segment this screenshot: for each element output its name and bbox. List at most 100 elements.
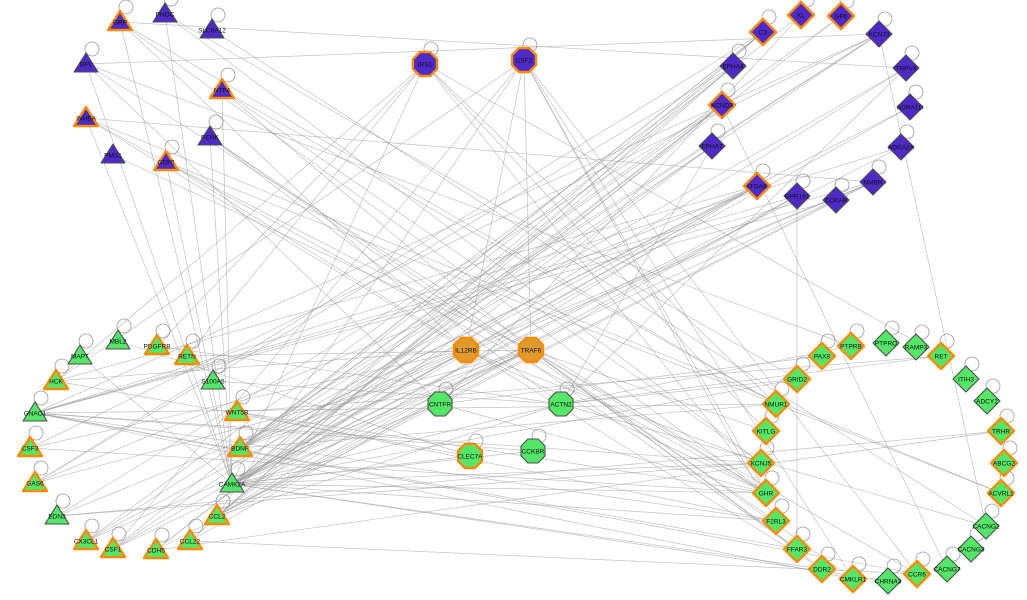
- self-loop: [914, 324, 930, 340]
- diamond-shape: [707, 90, 737, 120]
- diamond-shape: [782, 534, 812, 564]
- edge-HCK-IL12RB: [55, 349, 467, 382]
- diamond-shape: [872, 329, 900, 357]
- edge-CCL22-GPR161: [189, 195, 798, 542]
- triangle-shape: [199, 18, 225, 39]
- self-loop: [710, 123, 726, 139]
- self-loop: [155, 323, 171, 339]
- node-CCKBR[interactable]: CCKBR: [520, 438, 546, 464]
- edge-MAPT-CAMK2A: [79, 355, 233, 485]
- node-CSF2[interactable]: CSF2: [510, 46, 538, 74]
- self-loop: [54, 358, 70, 374]
- edge-CAMK2A-DDR2: [231, 483, 823, 570]
- octagon-shape: [411, 50, 439, 78]
- edge-CNTFR-GHR: [439, 403, 767, 494]
- node-CNTFR[interactable]: CNTFR: [427, 391, 453, 417]
- node-CX3CL1[interactable]: CX3CL1: [72, 528, 100, 551]
- edge-ACTN2-RET: [560, 355, 942, 405]
- node-PDGFRB[interactable]: PDGFRB: [143, 333, 171, 356]
- edge-CAMK2A-GDF5: [165, 161, 233, 485]
- edge-GNAO1-NMBR: [34, 181, 874, 414]
- diamond-shape: [751, 478, 781, 508]
- edge-CSF1-TRAF6: [112, 349, 532, 550]
- triangle-shape: [100, 143, 126, 164]
- edge-TRAF6-CCR6: [530, 349, 918, 575]
- edge-GAS6-ITGA4: [34, 185, 758, 484]
- triangle-shape: [73, 52, 99, 73]
- node-SLC6A12[interactable]: SLC6A12: [198, 18, 226, 39]
- node-ACTN2[interactable]: ACTN2: [548, 391, 574, 417]
- self-loop: [834, 177, 850, 193]
- edge-CAMK2A-PNOC: [164, 13, 233, 485]
- edge-CDH5-KCND3: [155, 104, 723, 551]
- self-loop: [899, 124, 915, 140]
- edge-CDH5-NMBR: [155, 181, 874, 551]
- self-loop: [795, 173, 811, 189]
- self-loop: [33, 390, 49, 406]
- edge-SLC6A12-CACNG2: [211, 29, 987, 527]
- edge-CCL2-KCND3: [216, 104, 723, 517]
- edge-PDGFRB-ACTN2: [156, 345, 562, 405]
- triangle-shape: [200, 369, 226, 390]
- node-IL12RB[interactable]: IL12RB: [452, 336, 480, 364]
- edge-CAMK2A-CLEC7A: [231, 455, 471, 485]
- diamond-shape: [865, 20, 893, 48]
- self-loop: [871, 159, 887, 175]
- self-loop: [208, 114, 224, 130]
- node-IRS1[interactable]: IRS1: [411, 50, 439, 78]
- node-INHBA[interactable]: INHBA: [72, 105, 100, 128]
- diamond-shape: [892, 54, 920, 82]
- triangle-shape: [208, 77, 236, 100]
- self-loop: [84, 41, 100, 57]
- triangle-shape: [203, 503, 231, 526]
- triangle-shape: [152, 149, 180, 172]
- self-loop: [55, 493, 71, 509]
- edge-GNAO1-GPR161: [34, 195, 798, 414]
- diamond-shape: [838, 564, 868, 594]
- node-PMS1[interactable]: PMS1: [100, 143, 126, 164]
- edge-CAMK2A-CNTFR: [231, 403, 441, 485]
- diamond-shape: [952, 365, 980, 393]
- edge-GNAO1-NMUR1: [34, 403, 777, 414]
- self-loop: [185, 333, 201, 349]
- node-CLEC7A[interactable]: CLEC7A: [456, 442, 484, 470]
- self-loop: [238, 425, 254, 441]
- edge-CAMK2A-GPR161: [231, 195, 798, 485]
- diamond-shape: [783, 182, 811, 210]
- edge-TRAF6-GHR: [530, 349, 767, 494]
- self-loop: [163, 0, 179, 7]
- edge-CSF2-F2RL3: [523, 59, 777, 522]
- self-loop: [84, 518, 100, 534]
- edge-CSF2-GHR: [523, 59, 767, 494]
- edge-GRP-GHR: [119, 21, 767, 494]
- edge-GNAO1-CCKAR: [34, 199, 837, 414]
- self-loop: [877, 11, 893, 27]
- self-loop: [985, 378, 1001, 394]
- diamond-shape: [973, 387, 1001, 415]
- octagon-shape: [456, 442, 484, 470]
- diamond-shape: [782, 364, 812, 394]
- diamond-shape: [807, 554, 837, 584]
- diamond-shape: [989, 448, 1019, 478]
- edge-PENK-ACTN2: [209, 136, 562, 405]
- edge-MPL-GHR: [85, 63, 767, 494]
- node-TRAF6[interactable]: TRAF6: [517, 336, 545, 364]
- edge-CAMK2A-INHBA: [85, 117, 233, 485]
- edge-S100A5-ACTN2: [212, 380, 562, 405]
- edge-TRAF6-FFAR3: [530, 349, 798, 550]
- edge-CAMK2A-ADRA2A: [231, 146, 902, 485]
- edge-GNAO1-KCNJ5: [34, 412, 762, 464]
- diamond-shape: [836, 331, 866, 361]
- self-loop: [964, 356, 980, 372]
- diamond-shape: [748, 17, 778, 47]
- triangle-shape: [67, 344, 93, 365]
- diamond-shape: [746, 448, 776, 478]
- edge-GRP-NMUR1: [119, 21, 777, 405]
- edge-GAS6-C3: [34, 31, 764, 484]
- edge-MPL-CNTFR: [85, 63, 441, 405]
- edge-ACTN2-GRID2: [560, 378, 798, 405]
- edge-PNOC-GRID2: [164, 13, 798, 380]
- self-loop: [908, 84, 924, 100]
- edge-NTF4-NMUR1: [221, 89, 777, 405]
